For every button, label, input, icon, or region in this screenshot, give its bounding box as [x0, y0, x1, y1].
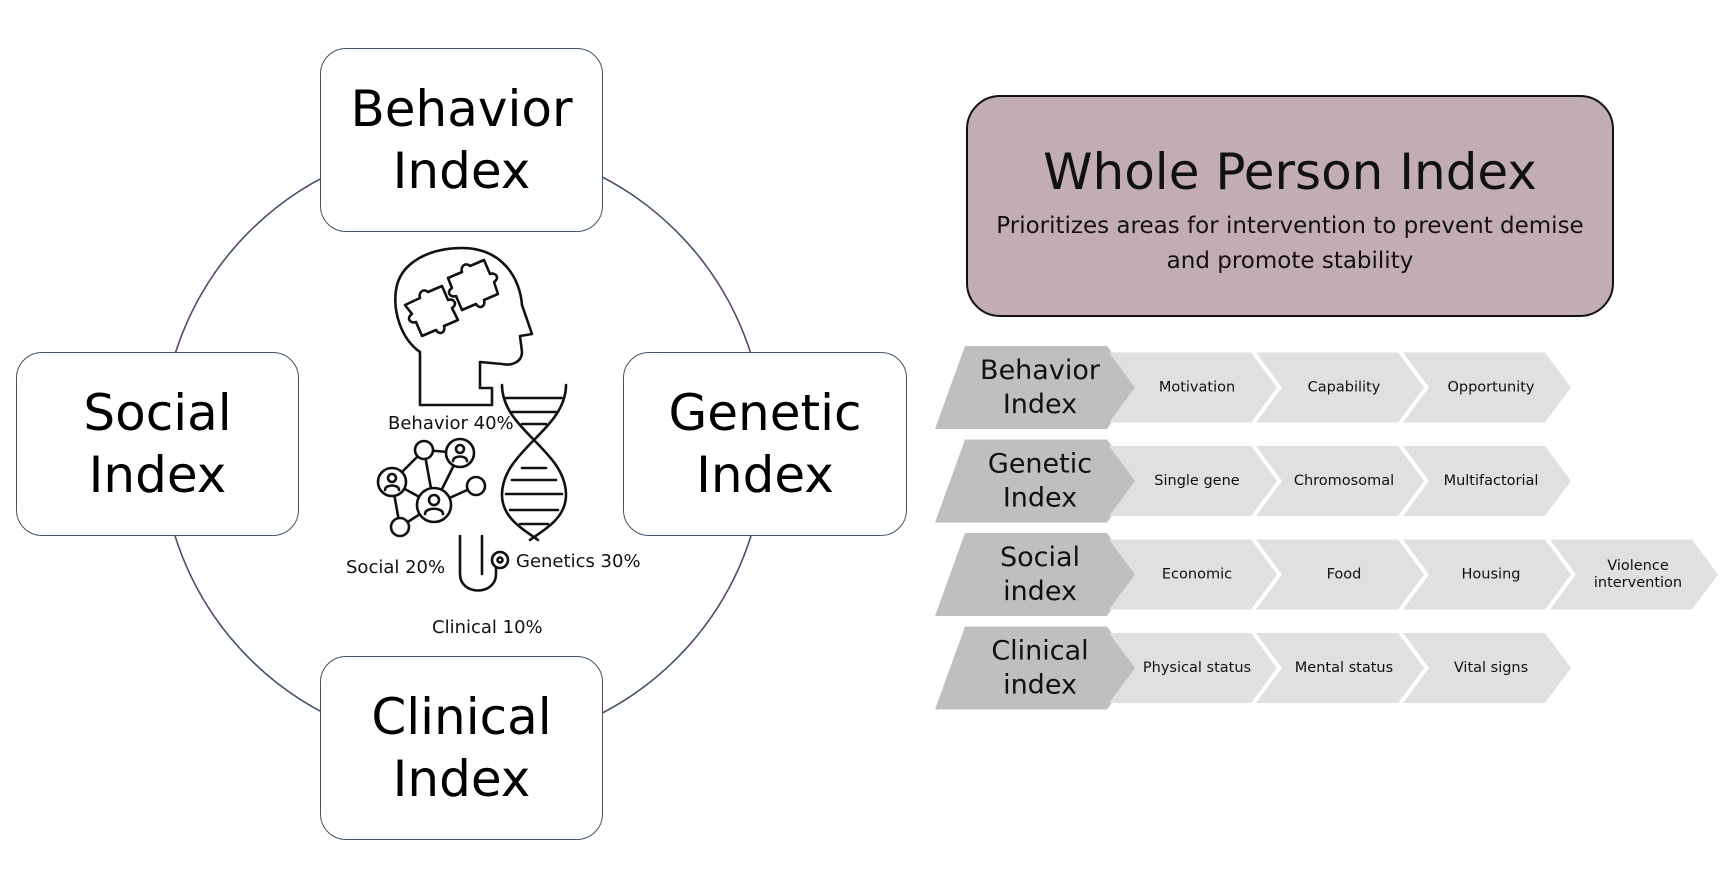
behavior-index-box-label: Behavior Index	[350, 80, 573, 200]
row-item-label: Vital signs	[1454, 660, 1528, 676]
row-header-chevron	[935, 346, 1137, 429]
row-item-chevron	[1403, 446, 1571, 516]
row-header-label: Index	[1003, 389, 1077, 420]
row-header-label: index	[1003, 670, 1077, 701]
social-index-box-label: Social Index	[83, 384, 232, 504]
genetic-index-box: Genetic Index	[623, 352, 907, 536]
row-header-label: index	[1003, 576, 1077, 607]
row-header-label: Index	[1003, 483, 1077, 514]
row-item-label: Violence	[1607, 558, 1669, 574]
row-item-label: Physical status	[1143, 660, 1251, 676]
row-header-chevron	[935, 439, 1137, 523]
social-network-icon	[376, 437, 487, 538]
row-item-chevron	[1109, 633, 1277, 703]
row-item-label: Mental status	[1295, 660, 1393, 676]
whole-person-index-subtitle: Prioritizes areas for intervention to pr…	[996, 213, 1584, 274]
social-index-box: Social Index	[16, 352, 299, 536]
behavior-weight-label: Behavior 40%	[388, 413, 514, 434]
row-item-chevron	[1256, 633, 1424, 703]
genetics-weight-label: Genetics 30%	[516, 551, 641, 572]
row-item-chevron	[1403, 539, 1571, 610]
row-item-label: Economic	[1162, 567, 1232, 583]
row-header-label: Genetic	[988, 449, 1092, 480]
row-item-chevron	[1403, 352, 1571, 423]
row-header-label: Behavior	[980, 355, 1101, 386]
row-header-label: Social	[1000, 542, 1080, 573]
row-item-label: Multifactorial	[1444, 473, 1539, 489]
row-item-chevron	[1109, 539, 1277, 610]
clinical-index-box-label: Clinical Index	[371, 688, 552, 808]
row-item-label: Motivation	[1159, 380, 1235, 396]
row-item-chevron	[1256, 539, 1424, 610]
whole-person-index-title: Whole Person Index	[1043, 143, 1537, 201]
row-item-label: Single gene	[1154, 473, 1240, 489]
row-item-label: Capability	[1308, 380, 1381, 396]
row-item-label: Food	[1327, 567, 1362, 583]
genetic-index-box-label: Genetic Index	[668, 384, 862, 504]
row-item-chevron	[1550, 539, 1718, 610]
row-item-chevron	[1403, 633, 1571, 703]
row-header-chevron	[935, 533, 1137, 616]
head-puzzle-icon	[394, 246, 534, 407]
clinical-weight-label: Clinical 10%	[432, 617, 543, 638]
row-item-label: Housing	[1462, 567, 1521, 583]
whole-person-index-box: Whole Person Index Prioritizes areas for…	[966, 95, 1614, 317]
row-item-label: intervention	[1594, 575, 1682, 591]
row-item-chevron	[1256, 446, 1424, 516]
behavior-index-box: Behavior Index	[320, 48, 603, 232]
row-item-chevron	[1109, 352, 1277, 423]
row-item-chevron	[1256, 352, 1424, 423]
dna-icon	[500, 383, 568, 542]
row-item-chevron	[1109, 446, 1277, 516]
row-item-label: Opportunity	[1447, 380, 1534, 396]
stethoscope-icon	[458, 534, 510, 592]
clinical-index-box: Clinical Index	[320, 656, 603, 840]
social-weight-label: Social 20%	[346, 557, 446, 578]
row-item-label: Chromosomal	[1294, 473, 1394, 489]
row-header-label: Clinical	[991, 636, 1088, 667]
row-header-chevron	[935, 626, 1137, 710]
